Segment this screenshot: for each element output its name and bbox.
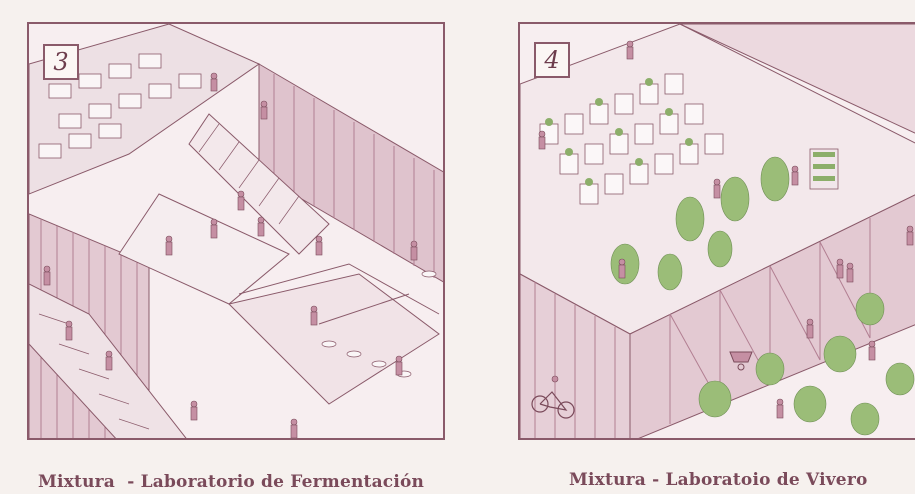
- panel-caption-nursery-lab: Mixtura - Laboratoio de Vivero: [569, 470, 868, 490]
- fermentation-lab-illustration: [29, 24, 443, 438]
- illustration-panel-nursery-lab: 4: [518, 22, 915, 440]
- panel-caption-fermentation-lab: Mixtura - Laboratorio de Fermentación: [38, 472, 425, 492]
- panel-number-badge: 4: [534, 42, 570, 78]
- illustration-panel-fermentation-lab: 3: [27, 22, 445, 440]
- panel-number-badge: 3: [43, 44, 79, 80]
- nursery-lab-illustration: [520, 24, 915, 438]
